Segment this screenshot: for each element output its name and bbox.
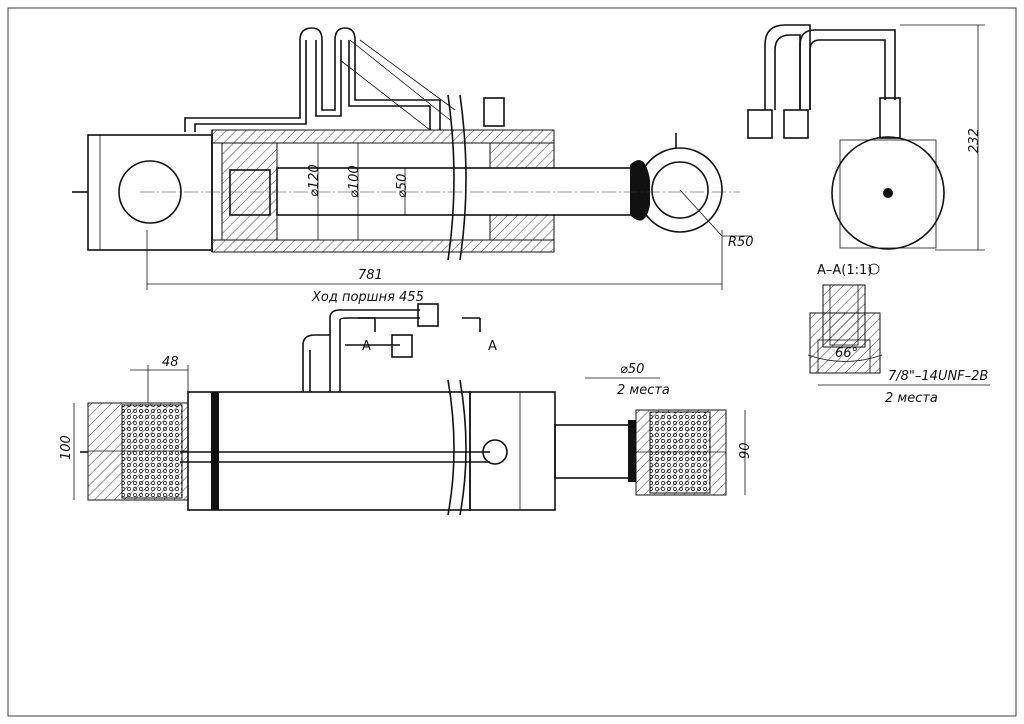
side-view: ⌀120 ⌀100 ⌀50 R50 781 Ход поршня 455 — [72, 27, 754, 305]
pin-qty: 2 места — [617, 383, 670, 398]
piston-rod — [276, 167, 638, 216]
gland-top — [489, 142, 555, 169]
head-block — [87, 134, 213, 251]
gland-bottom — [489, 214, 555, 241]
dim-dia-120: ⌀120 — [307, 164, 322, 197]
section-mark-right: A — [488, 339, 497, 354]
end-view: 232 — [747, 24, 985, 251]
rod-eye — [637, 147, 723, 233]
dim-overall-length: 781 — [358, 268, 383, 283]
section-aa: A–A(1:1) 66° 7/8"–14UNF–2B 2 места — [807, 263, 990, 406]
section-mark-left: A — [362, 339, 371, 354]
dim-232: 232 — [967, 128, 982, 153]
thread-qty: 2 места — [885, 391, 938, 406]
pin-dia: ⌀50 — [620, 362, 644, 377]
cylinder-body — [187, 391, 471, 511]
cylinder-wall-bottom — [211, 239, 555, 253]
sheet-frame — [7, 7, 1017, 717]
dim-100: 100 — [59, 435, 74, 460]
cylinder-end — [831, 136, 945, 250]
dim-dia-50: ⌀50 — [395, 174, 410, 198]
stroke-label: Ход поршня 455 — [311, 290, 424, 305]
cylinder-wall-top — [211, 129, 555, 144]
thread-spec: 7/8"–14UNF–2B — [888, 369, 988, 384]
dim-r50: R50 — [728, 235, 754, 250]
rod-plan — [554, 424, 631, 479]
piston — [221, 142, 278, 241]
plan-view: 48 100 90 ⌀50 2 места A A — [59, 303, 753, 516]
dim-48: 48 — [162, 355, 179, 370]
angle-66: 66° — [835, 346, 858, 361]
section-title: A–A(1:1) — [817, 263, 872, 278]
dim-dia-100: ⌀100 — [347, 165, 362, 198]
dim-90: 90 — [738, 442, 753, 459]
